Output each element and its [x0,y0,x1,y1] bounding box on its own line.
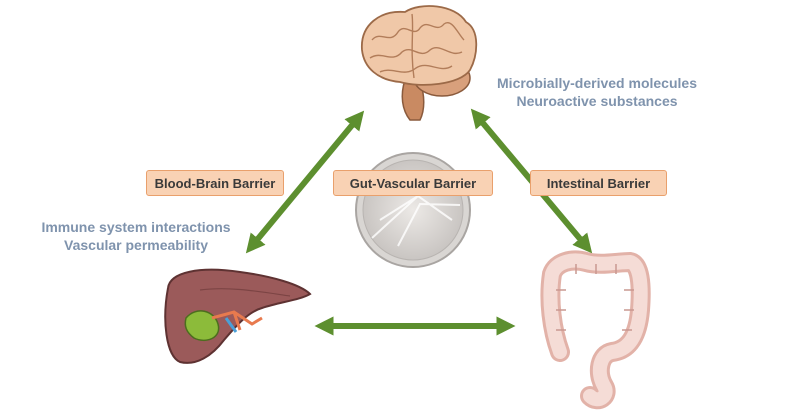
brain-liver-annotation: Immune system interactions Vascular perm… [36,218,236,254]
annotation-line: Immune system interactions [41,219,231,235]
gut-vascular-barrier-label: Gut-Vascular Barrier [333,170,493,196]
blood-brain-barrier-label: Blood-Brain Barrier [146,170,284,196]
arrow-brain-liver [245,110,365,254]
liver-icon [164,268,312,364]
brain-icon [361,5,478,121]
intestine-icon [540,250,651,410]
annotation-line: Vascular permeability [64,237,208,253]
brain-gut-annotation: Microbially-derived molecules Neuroactiv… [492,74,702,110]
intestinal-barrier-label: Intestinal Barrier [530,170,667,196]
annotation-line: Neuroactive substances [516,93,678,109]
annotation-line: Microbially-derived molecules [497,75,697,91]
